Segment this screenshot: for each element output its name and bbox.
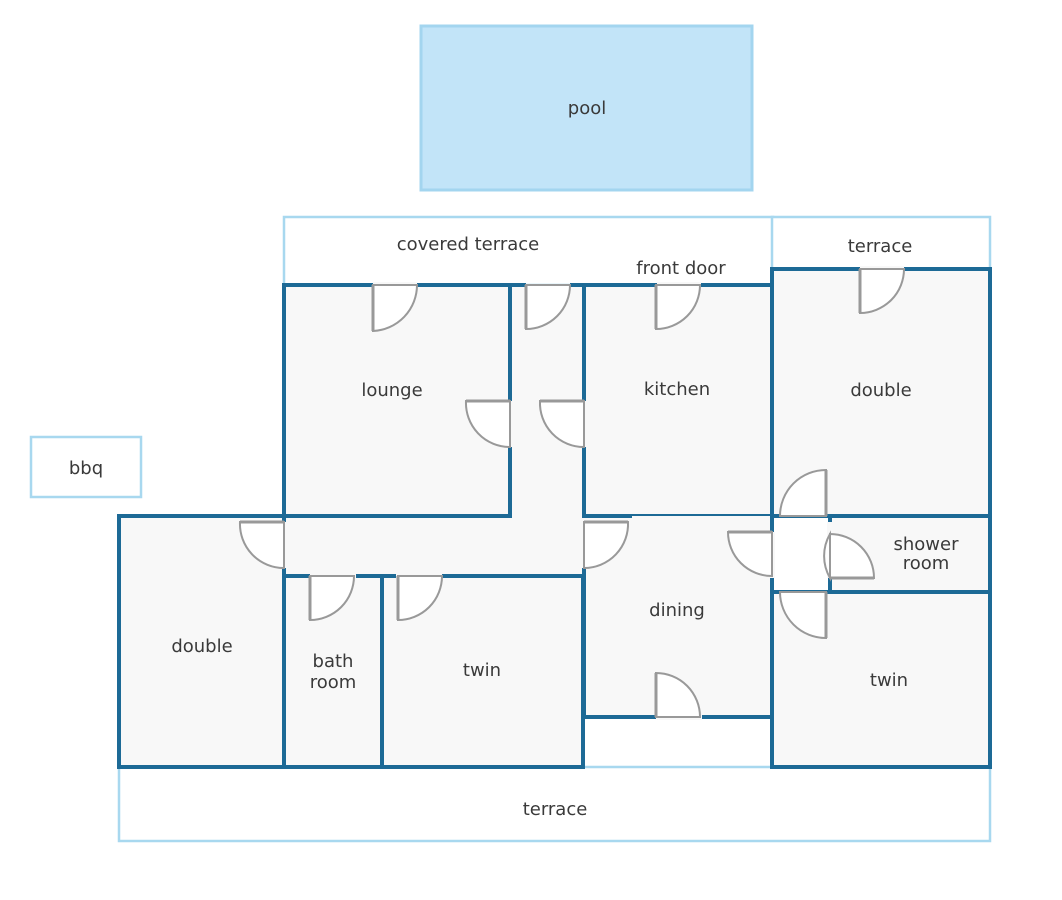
door-lounge-terrace[interactable] <box>371 284 419 333</box>
door-front[interactable] <box>654 284 702 331</box>
door-hall-dining[interactable] <box>583 520 630 570</box>
door-shower[interactable] <box>823 530 876 582</box>
bath-label-line2: room <box>310 672 357 693</box>
double-left-label: double <box>171 636 232 657</box>
terrace-bottom-label: terrace <box>523 799 588 820</box>
terrace-bottom-area <box>117 765 992 843</box>
twin-right-label: twin <box>870 670 908 691</box>
terrace-top-label: terrace <box>848 236 913 257</box>
door-hall-terrace[interactable] <box>524 284 572 331</box>
shower-label-line2: room <box>903 553 950 574</box>
door-dining-terrace[interactable] <box>654 671 702 718</box>
twin-left-label: twin <box>463 660 501 681</box>
dining-label: dining <box>649 600 705 621</box>
door-twin-left[interactable] <box>396 575 444 622</box>
double-right-label: double <box>850 380 911 401</box>
door-kitchen-hall[interactable] <box>538 399 585 449</box>
covered-terrace-area <box>282 215 775 287</box>
covered-terrace-label: covered terrace <box>397 234 539 255</box>
kitchen-label: kitchen <box>644 379 710 400</box>
pool-label: pool <box>568 98 606 119</box>
bbq-label: bbq <box>69 458 103 479</box>
lounge-label: lounge <box>361 380 422 401</box>
bath-label-line1: bath <box>313 651 354 672</box>
door-double-right-terrace[interactable] <box>858 268 906 315</box>
shower-label-line1: shower <box>894 534 960 555</box>
door-twin-right[interactable] <box>778 591 828 640</box>
door-double-right-lobby[interactable] <box>778 468 828 517</box>
pool-area <box>419 24 754 192</box>
door-lounge-hall[interactable] <box>464 399 511 449</box>
door-double-left[interactable] <box>238 520 285 570</box>
door-bath[interactable] <box>308 575 356 622</box>
door-double-right-dining[interactable] <box>726 530 773 578</box>
bbq-area <box>29 435 143 499</box>
front-door-label: front door <box>636 258 726 279</box>
